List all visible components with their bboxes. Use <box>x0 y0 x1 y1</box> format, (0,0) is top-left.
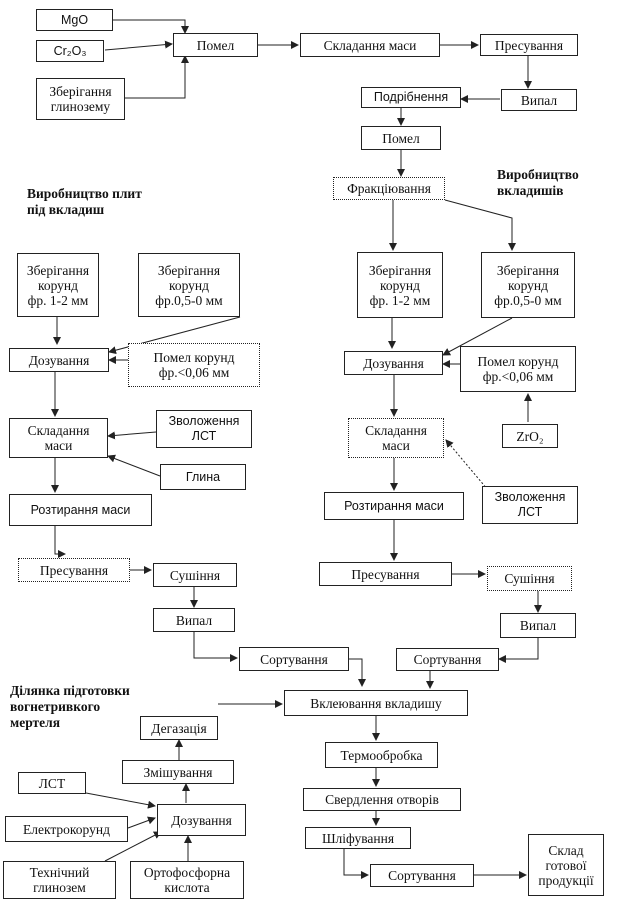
arrow-l-firing-sorting <box>193 632 238 662</box>
arrow-l-clay-mixing <box>107 454 161 477</box>
box-right-dosing: Дозування <box>344 351 443 375</box>
box-heat-treatment: Термообробка <box>325 742 438 768</box>
box-drilling: Свердлення отворів <box>303 788 461 811</box>
box-orthophosphoric-acid: Ортофосфорна кислота <box>130 861 244 899</box>
box-degassing: Дегазація <box>140 716 218 740</box>
box-fractionation: Фракціювання <box>333 177 445 200</box>
box-left-pressing: Пресування <box>18 558 130 582</box>
box-pressing-top: Пресування <box>480 34 578 56</box>
box-left-mill-corundum: Помел корунд фр.<0,06 мм <box>128 343 260 387</box>
box-right-mill-corundum: Помел корунд фр.<0,06 мм <box>460 346 576 392</box>
box-left-sorting: Сортування <box>239 647 349 671</box>
box-mgo: MgO <box>36 9 113 31</box>
box-cr2o3: Cr₂O₃ <box>36 40 104 62</box>
box-mill2: Помел <box>361 126 441 150</box>
box-left-drying: Сушіння <box>153 563 237 587</box>
box-warehouse: Склад готової продукції <box>528 834 604 896</box>
box-mill: Помел <box>173 33 258 57</box>
arrow-cr2o3-mill <box>104 40 173 51</box>
box-right-moistening: Зволоження ЛСТ <box>482 486 578 524</box>
box-alumina-storage: Зберігання глинозему <box>36 78 125 120</box>
box-left-storage-05-0: Зберігання корунд фр.0,5-0 мм <box>138 253 240 317</box>
box-left-clay: Глина <box>160 464 246 490</box>
box-left-grinding: Розтирання маси <box>9 494 152 526</box>
arrow-l-sorting-gluing <box>349 658 366 687</box>
box-left-firing: Випал <box>153 608 235 632</box>
box-right-sorting: Сортування <box>396 648 499 671</box>
arrow-alumina-mill <box>125 55 189 99</box>
arrow-mgo-mill <box>113 19 189 34</box>
box-right-drying: Сушіння <box>487 566 572 591</box>
box-polishing: Шліфування <box>305 827 411 849</box>
box-mixing-top: Складання маси <box>300 33 440 57</box>
box-lst: ЛСТ <box>18 772 86 794</box>
box-left-mixing: Складання маси <box>9 418 108 458</box>
box-right-firing: Випал <box>500 613 576 638</box>
box-right-storage-05-0: Зберігання корунд фр.0,5-0 мм <box>481 252 575 318</box>
box-electrocorundum: Електрокорунд <box>5 816 128 842</box>
box-crushing: Подрібнення <box>361 87 461 108</box>
box-firing-top: Випал <box>501 89 577 111</box>
arrow-l-grinding-pressing <box>54 526 66 558</box>
box-left-moistening: Зволоження ЛСТ <box>156 410 252 448</box>
arrow-l-moist-mixing <box>107 431 157 440</box>
box-right-storage-1-2: Зберігання корунд фр. 1-2 мм <box>357 252 443 318</box>
box-technical-alumina: Технічний глинозем <box>3 861 116 899</box>
arrow-r-moist-mixing <box>445 439 489 491</box>
arrow-r-storage05-dosing <box>442 317 513 356</box>
arrow-r-firing-sorting <box>498 638 539 663</box>
box-right-mixing: Складання маси <box>348 418 444 458</box>
box-mortar-mixing: Змішування <box>122 760 234 784</box>
box-left-storage-1-2: Зберігання корунд фр. 1-2 мм <box>17 253 99 317</box>
box-right-pressing: Пресування <box>319 562 452 586</box>
box-mortar-dosing: Дозування <box>157 804 246 836</box>
box-right-zro2: ZrO₂ <box>502 424 558 448</box>
box-right-grinding: Розтирання маси <box>324 492 464 520</box>
arrow-electro-dosing <box>127 816 156 829</box>
box-gluing: Вклеювання вкладишу <box>284 690 468 716</box>
arrow-lst-dosing <box>85 792 156 809</box>
heading-plates: Виробництво плит під вкладиш <box>27 186 142 217</box>
arrow-fractionation-storage05 <box>444 199 516 251</box>
box-bottom-sorting: Сортування <box>370 864 474 887</box>
heading-inserts: Виробництво вкладишів <box>497 167 579 198</box>
arrow-polishing-sorting <box>343 849 369 879</box>
arrow-techal-dosing <box>104 831 162 862</box>
heading-mortar: Ділянка підготовки вогнетривкого мертеля <box>10 683 130 730</box>
box-left-dosing: Дозування <box>9 348 109 372</box>
